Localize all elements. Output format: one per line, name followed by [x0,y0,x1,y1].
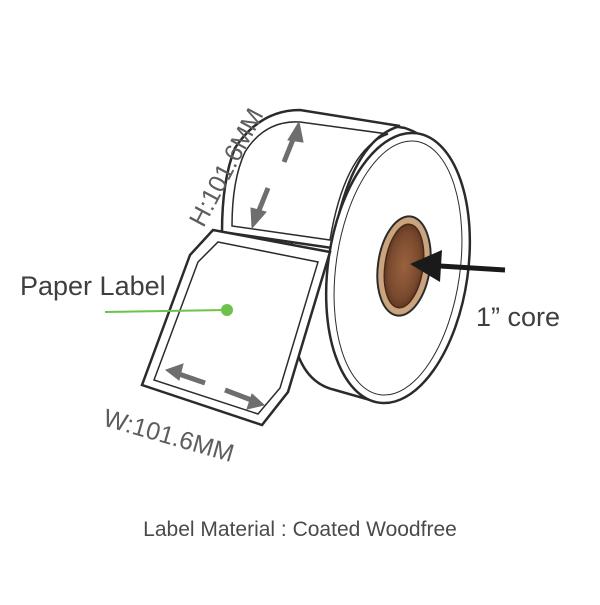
height-arrow-icon [250,120,304,230]
core-arrow-icon [410,250,506,282]
material-caption: Label Material : Coated Woodfree [143,518,457,541]
roll-face-inner [333,140,463,396]
paper-label-text: Paper Label [20,271,166,301]
paper-label-inner [153,241,319,415]
paper-label-pointer [104,304,233,316]
width-arrow-icon [164,363,266,410]
roll-top-label [220,108,401,250]
roll-top-label-inner [231,121,389,241]
core-label-text: 1” core [476,302,561,332]
